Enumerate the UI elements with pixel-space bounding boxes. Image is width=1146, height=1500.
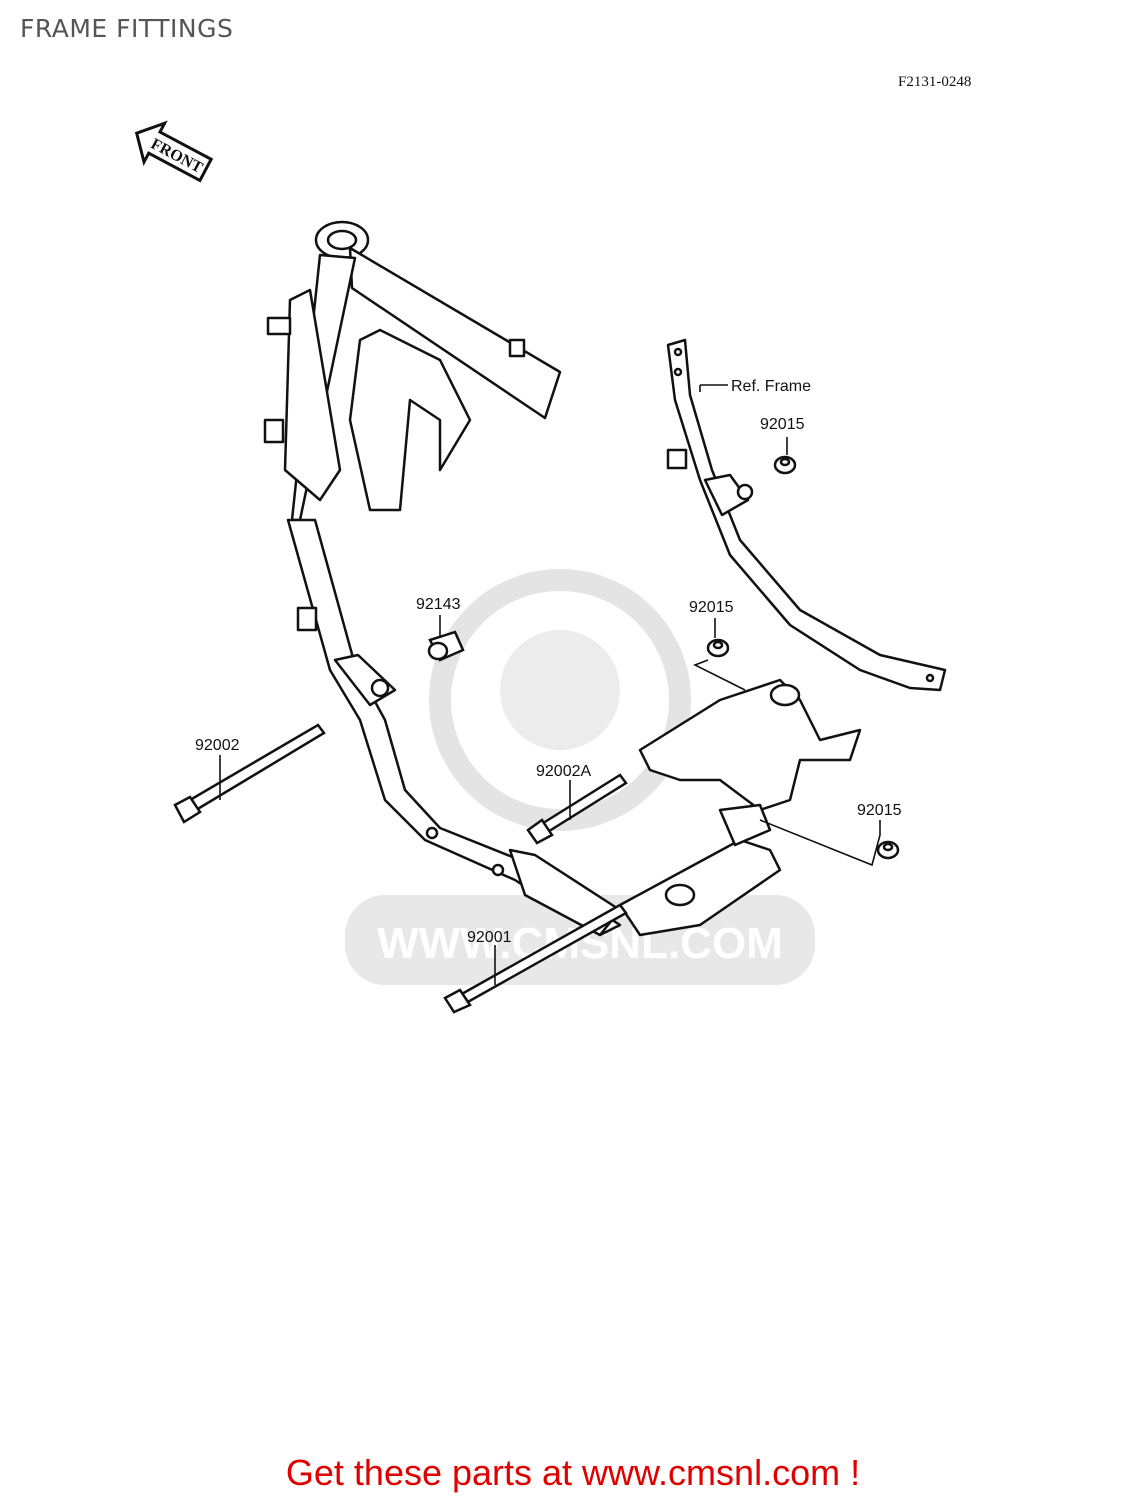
part-label-92002a[interactable]: 92002A (536, 763, 592, 780)
cta-link[interactable]: Get these parts at www.cmsnl.com ! (285, 1452, 861, 1493)
front-arrow-icon: FRONT (134, 120, 214, 183)
frame-diagram: WWW.CMSNL.COM FRONT (134, 120, 947, 1014)
part-label-92015-mid[interactable]: 92015 (689, 599, 734, 616)
page-title: FRAME FITTINGS (20, 14, 234, 43)
bolt-92001 (443, 903, 628, 1014)
leader-lines (219, 384, 881, 985)
bushing-92143 (427, 630, 465, 662)
part-label-92002[interactable]: 92002 (195, 737, 240, 754)
bolt-92002 (173, 723, 326, 824)
part-label-92015-top[interactable]: 92015 (760, 416, 805, 433)
engine-bracket (618, 678, 862, 937)
part-label-92143[interactable]: 92143 (416, 596, 461, 613)
ref-frame-label: Ref. Frame (731, 378, 812, 395)
fastener-92015-top (773, 455, 797, 475)
part-label-92015-low[interactable]: 92015 (857, 802, 902, 819)
part-label-92001[interactable]: 92001 (467, 929, 512, 946)
fastener-92015-mid (706, 638, 730, 658)
ref-frame (666, 338, 947, 692)
bolt-92002a (526, 773, 628, 845)
diagram-code: F2131-0248 (898, 74, 972, 90)
main-frame (263, 220, 622, 937)
fastener-92015-low (876, 840, 900, 860)
